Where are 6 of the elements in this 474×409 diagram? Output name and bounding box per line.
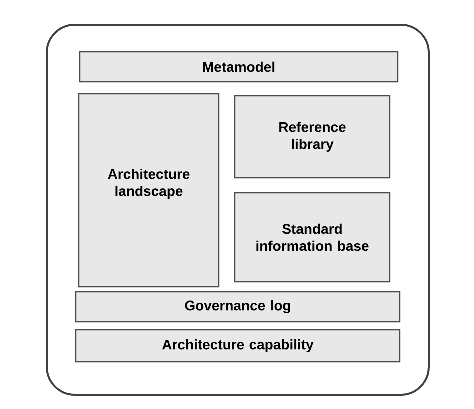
label-box: Governance log — [75, 291, 401, 323]
label-box: Metamodel — [79, 51, 399, 83]
label-box: Reference library — [234, 95, 391, 179]
label-box: Architecture capability — [75, 329, 401, 363]
label-box: Standard information base — [234, 192, 391, 283]
label-box: Architecture landscape — [78, 93, 220, 288]
